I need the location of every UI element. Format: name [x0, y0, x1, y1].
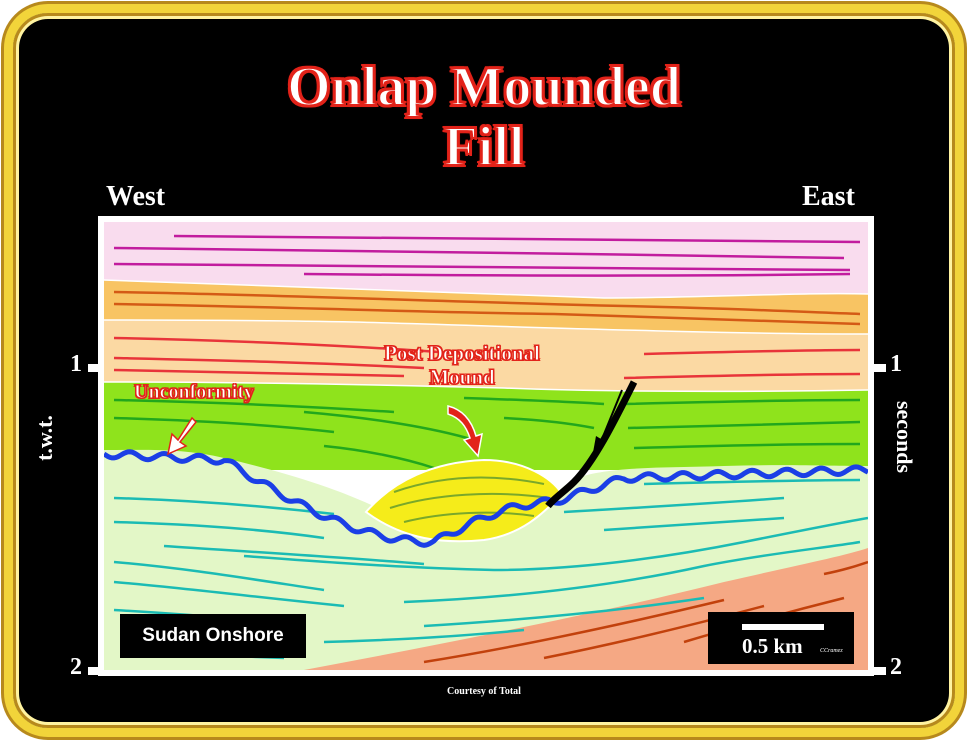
unconformity-arrow-icon: [166, 416, 198, 456]
orange-reflectors: [113, 290, 861, 326]
title-line-1: Onlap Mounded: [286, 56, 682, 118]
teal-reflectors: [113, 478, 868, 660]
unconformity-annotation: Unconformity: [134, 381, 255, 404]
right-tick-label-1: 1: [890, 351, 902, 377]
mound-annotation-line-1: Post Depositional: [384, 341, 541, 366]
left-tick-1: [88, 364, 100, 372]
location-label: Sudan Onshore: [120, 614, 306, 658]
pink-reflectors: [113, 234, 861, 277]
mound-arrow-icon: [447, 405, 483, 458]
author-credit: CCramez: [820, 648, 843, 654]
boundary-line: [104, 381, 868, 393]
seismic-section: [98, 216, 874, 676]
scale-box: 0.5 km CCramez: [708, 612, 854, 664]
right-tick-2: [874, 667, 886, 675]
left-tick-label-1: 1: [70, 351, 82, 377]
red-reflectors: [113, 336, 861, 380]
geologic-cross-section: [104, 222, 868, 670]
seconds-axis-label: seconds: [892, 400, 918, 474]
title-line-2: Fill: [443, 116, 526, 178]
west-label: West: [106, 181, 166, 212]
right-tick-label-2: 2: [890, 654, 902, 680]
scale-bar: [742, 624, 824, 630]
mound-reflectors: [389, 476, 551, 523]
east-label: East: [802, 181, 855, 212]
fault-line: [545, 380, 638, 509]
fault-arrowhead-icon: [592, 436, 606, 458]
left-tick-2: [88, 667, 100, 675]
unconformity-line: [104, 449, 868, 548]
boundary-line: [104, 279, 868, 299]
right-tick-1: [874, 364, 886, 372]
left-tick-label-2: 2: [70, 654, 82, 680]
courtesy-text: Courtesy of Total: [447, 686, 521, 697]
scale-label: 0.5 km: [742, 634, 803, 658]
fault-arrow-icon: [599, 389, 623, 445]
boundary-line: [104, 319, 868, 335]
mound-annotation-line-2: Mound: [429, 365, 495, 390]
green-reflectors: [113, 396, 861, 470]
mound-annotation: Post Depositional Mound: [352, 341, 572, 390]
twt-axis-label: t.w.t.: [31, 415, 57, 461]
